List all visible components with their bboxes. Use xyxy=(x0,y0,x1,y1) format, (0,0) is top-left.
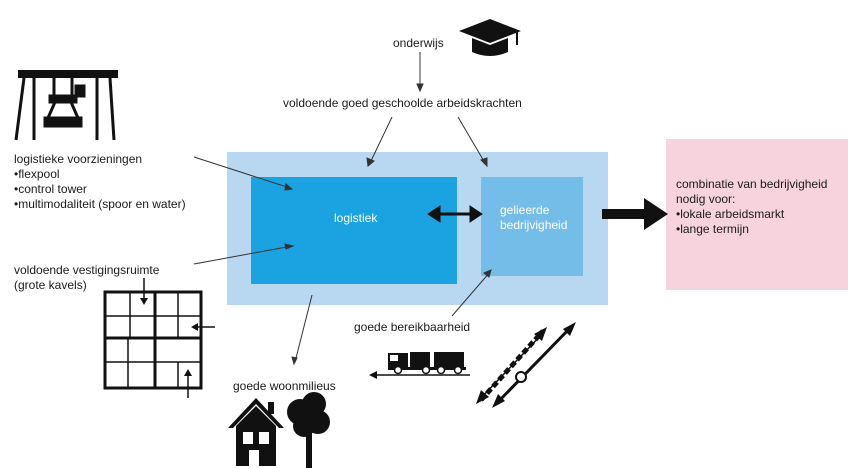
gantry-crane-icon xyxy=(14,70,118,141)
list-item: lokale arbeidsmarkt xyxy=(676,207,827,222)
tree-icon xyxy=(287,392,330,468)
vestigingsruimte: voldoende vestigingsruimte (grote kavels… xyxy=(14,263,159,293)
truck-icon xyxy=(369,352,470,379)
connector-woonmilieus xyxy=(294,294,313,363)
graduation-cap-icon xyxy=(459,19,521,56)
label-gelieerde-line1: gelieerde xyxy=(500,203,550,217)
main-arrow xyxy=(602,198,668,230)
list-item: multimodaliteit (spoor en water) xyxy=(14,197,185,212)
railway-icon xyxy=(476,322,576,408)
vestigingsruimte-line1: voldoende vestigingsruimte xyxy=(14,263,160,277)
vestigingsruimte-line2: (grote kavels) xyxy=(14,278,87,292)
combinatie: combinatie van bedrijvigheid nodig voor:… xyxy=(676,177,827,237)
label-gelieerde-line2: bedrijvigheid xyxy=(500,218,568,232)
logistieke-title: logistieke voorzieningen xyxy=(14,152,143,166)
connector-vestigingsruimte xyxy=(193,245,293,265)
logistieke-list: flexpool control tower multimodaliteit (… xyxy=(14,167,186,212)
label-onderwijs: onderwijs xyxy=(393,36,444,50)
label-logistiek: logistiek xyxy=(334,211,378,225)
list-item: lange termijn xyxy=(676,222,827,237)
connector-arbeid-gelieerde xyxy=(457,116,486,164)
label-arbeidskrachten: voldoende goed geschoolde arbeidskrachte… xyxy=(283,96,522,110)
connector-arbeid-logistiek xyxy=(369,116,393,164)
logistieke-voorzieningen: logistieke voorzieningen flexpool contro… xyxy=(14,152,186,212)
connector-bereikbaarheid xyxy=(451,271,491,317)
combinatie-list: lokale arbeidsmarkt lange termijn xyxy=(676,207,827,237)
double-arrow xyxy=(427,205,483,223)
combinatie-line2: nodig voor: xyxy=(676,192,736,206)
label-woonmilieus: goede woonmilieus xyxy=(233,379,336,393)
house-icon xyxy=(228,398,284,466)
combinatie-line1: combinatie van bedrijvigheid xyxy=(676,177,828,191)
gelieerde-box xyxy=(481,177,583,276)
parcel-grid-icon xyxy=(103,278,215,398)
label-gelieerde: gelieerde bedrijvigheid xyxy=(500,203,567,233)
connector-voorzieningen xyxy=(193,156,291,189)
list-item: control tower xyxy=(14,182,186,197)
label-bereikbaarheid: goede bereikbaarheid xyxy=(354,320,471,334)
list-item: flexpool xyxy=(14,167,186,182)
logistiek-box xyxy=(251,177,457,284)
